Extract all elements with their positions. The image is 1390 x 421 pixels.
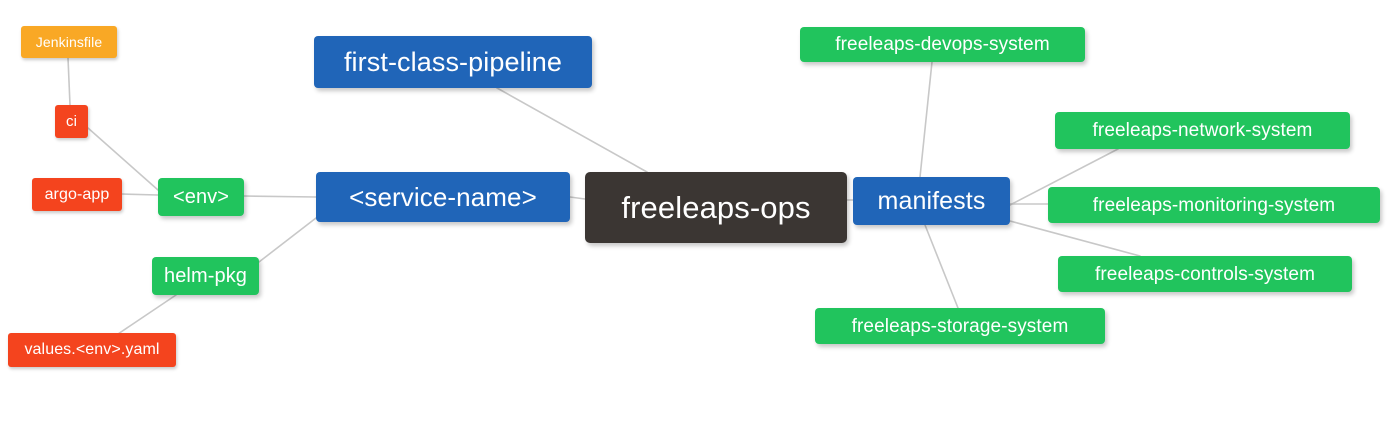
edge-argo-app-to-env	[121, 193, 159, 196]
mindmap-node-freeleaps-devops-system[interactable]: freeleaps-devops-system	[800, 27, 1085, 62]
edge-env-to-service-name	[243, 195, 317, 198]
mindmap-node-argo-app[interactable]: argo-app	[32, 178, 122, 211]
node-label: freeleaps-storage-system	[851, 315, 1069, 337]
node-label: freeleaps-controls-system	[1094, 263, 1316, 285]
mindmap-node-manifests[interactable]: manifests	[853, 177, 1010, 225]
mindmap-node-service-name[interactable]: <service-name>	[316, 172, 570, 222]
node-label: <service-name>	[349, 182, 537, 212]
edge-service-name-to-freeleaps-ops	[569, 196, 586, 200]
mindmap-node-freeleaps-storage-system[interactable]: freeleaps-storage-system	[815, 308, 1105, 344]
mindmap-node-freeleaps-network-system[interactable]: freeleaps-network-system	[1055, 112, 1350, 149]
edge-ci-to-env	[87, 127, 159, 191]
node-label: helm-pkg	[163, 265, 248, 287]
node-label: first-class-pipeline	[343, 46, 563, 77]
edge-manifests-to-freeleaps-devops-system	[919, 61, 933, 178]
mindmap-node-ci[interactable]: ci	[55, 105, 88, 138]
edge-manifests-to-freeleaps-network-system	[1009, 148, 1119, 206]
mindmap-node-freeleaps-controls-system[interactable]: freeleaps-controls-system	[1058, 256, 1352, 292]
node-label: argo-app	[44, 185, 110, 203]
edge-manifests-to-freeleaps-controls-system	[1009, 220, 1141, 257]
node-label: Jenkinsfile	[35, 34, 103, 50]
node-label: freeleaps-monitoring-system	[1092, 194, 1336, 216]
mindmap-node-freeleaps-monitoring-system[interactable]: freeleaps-monitoring-system	[1048, 187, 1380, 223]
edge-Jenkinsfile-to-ci	[67, 57, 71, 106]
node-label: freeleaps-ops	[621, 190, 811, 225]
node-label: manifests	[877, 186, 986, 215]
mindmap-node-first-class-pipeline[interactable]: first-class-pipeline	[314, 36, 592, 88]
node-label: ci	[65, 113, 78, 130]
edge-service-name-to-helm-pkg	[258, 217, 317, 263]
edge-helm-pkg-to-values-env-yaml	[117, 294, 177, 335]
edge-manifests-to-freeleaps-storage-system	[924, 224, 959, 309]
mindmap-node-env[interactable]: <env>	[158, 178, 244, 216]
node-label: freeleaps-devops-system	[835, 34, 1050, 55]
mindmap-node-helm-pkg[interactable]: helm-pkg	[152, 257, 259, 295]
node-label: freeleaps-network-system	[1092, 120, 1313, 141]
mindmap-node-values-env-yaml[interactable]: values.<env>.yaml	[8, 333, 176, 367]
node-label: <env>	[172, 186, 230, 208]
edge-first-class-pipeline-to-freeleaps-ops	[496, 87, 648, 173]
mindmap-node-freeleaps-ops[interactable]: freeleaps-ops	[585, 172, 847, 243]
mindmap-node-Jenkinsfile[interactable]: Jenkinsfile	[21, 26, 117, 58]
node-label: values.<env>.yaml	[24, 341, 160, 358]
